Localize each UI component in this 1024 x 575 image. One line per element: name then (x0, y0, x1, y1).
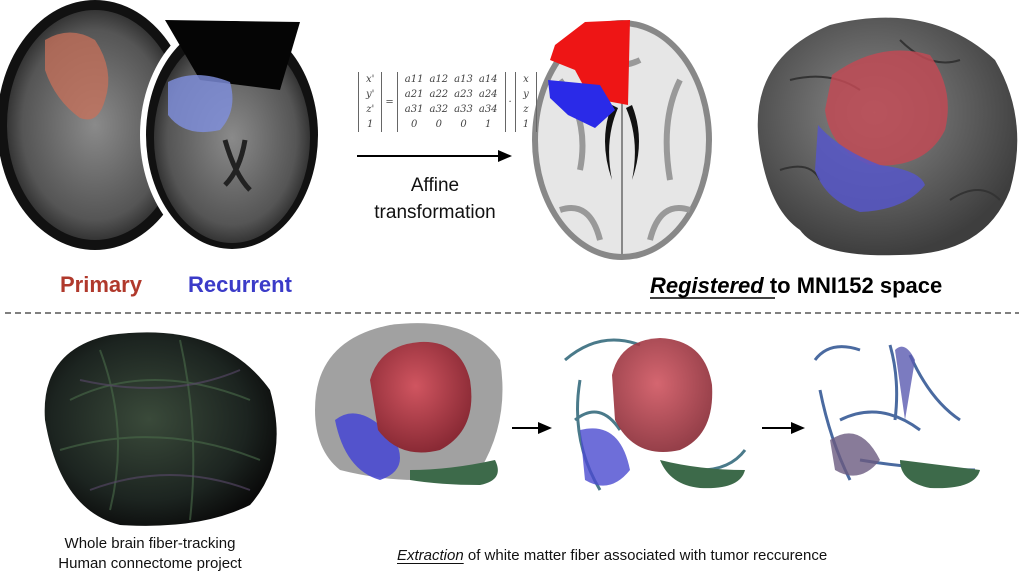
registered-recurrent-region (548, 80, 615, 128)
affine-arrow (357, 150, 512, 162)
caption-line1: Whole brain fiber-tracking (64, 535, 236, 552)
vector-entry: 1 (367, 119, 374, 130)
equals-sign: = (385, 96, 394, 108)
primary-mri-slice (0, 0, 193, 250)
matrix-entry: 0 (460, 119, 467, 130)
extracted-fibers-with-tumor (564, 338, 747, 491)
vector-entry: y (523, 89, 529, 100)
caption-line2: Human connectome project (58, 555, 242, 572)
arrow-2 (762, 422, 805, 434)
registered-rest: to MNI152 space (763, 273, 943, 298)
matrix-entry: a22 (429, 89, 449, 100)
registered-emphasis: Registered (650, 273, 764, 298)
recurrence-associated-fibers (813, 344, 980, 489)
matrix-entry: 0 (410, 119, 418, 130)
vector-entry: z' (366, 104, 375, 115)
vector-entry: x (523, 74, 529, 85)
primary-tumor-overlay (45, 32, 109, 120)
affine-label: Affine transformation (355, 172, 515, 226)
vector-entry: 1 (522, 119, 530, 130)
caption-whole-brain: Whole brain fiber-tracking Human connect… (40, 534, 260, 574)
matrix-entry: 0 (435, 119, 443, 130)
primary-tumor-3d (825, 50, 948, 166)
mni-3d-brain (757, 17, 1018, 256)
tumor-fiber-overlay-brain (315, 323, 503, 485)
matrix-entry: a34 (478, 104, 498, 115)
affine-label-line1: Affine (410, 175, 460, 196)
matrix-entry: a13 (454, 74, 473, 85)
matrix-entry: a12 (429, 74, 449, 85)
vector-entry: x' (366, 74, 375, 85)
whole-brain-fiber-tractography (44, 332, 277, 526)
affine-label-line2: transformation (374, 202, 496, 223)
label-primary: Primary (60, 272, 142, 297)
matrix-entry: a14 (478, 74, 498, 85)
matrix-entry: a23 (454, 89, 473, 100)
vector-entry: z (523, 104, 529, 115)
matrix-entry: 1 (485, 119, 492, 130)
registered-primary-region (550, 20, 630, 105)
caption-extraction-rest: of white matter fiber associated with tu… (463, 547, 828, 564)
label-recurrent: Recurrent (188, 272, 292, 297)
recurrent-tumor-overlay (168, 75, 233, 133)
affine-matrix: a11 a12 a13 a14 a21 a22 a23 a24 a31 a32 a33 a34 0… (396, 72, 506, 132)
matrix-entry: a31 (404, 104, 424, 115)
arrow-1 (512, 422, 552, 434)
dot-operator: · (508, 96, 512, 108)
vector-entry: y' (366, 89, 375, 100)
registered-label: Registered to MNI152 space (650, 273, 942, 299)
caption-extraction: Extraction of white matter fiber associa… (397, 546, 827, 566)
caption-extraction-emphasis: Extraction (397, 547, 464, 564)
affine-equation: x' y' z' 1 = a11 a12 a13 a14 a21 a22 a23 a24 a… (358, 72, 538, 132)
mni-axial-slice (532, 20, 712, 260)
rhs-vector: x y z 1 (514, 72, 538, 132)
lhs-vector: x' y' z' 1 (358, 72, 383, 132)
recurrent-mri-slice (140, 15, 324, 255)
matrix-entry: a24 (478, 89, 498, 100)
recurrent-tumor-3d (815, 125, 925, 212)
matrix-entry: a32 (429, 104, 449, 115)
matrix-entry: a33 (454, 104, 473, 115)
matrix-entry: a21 (404, 89, 424, 100)
matrix-entry: a11 (404, 74, 424, 85)
